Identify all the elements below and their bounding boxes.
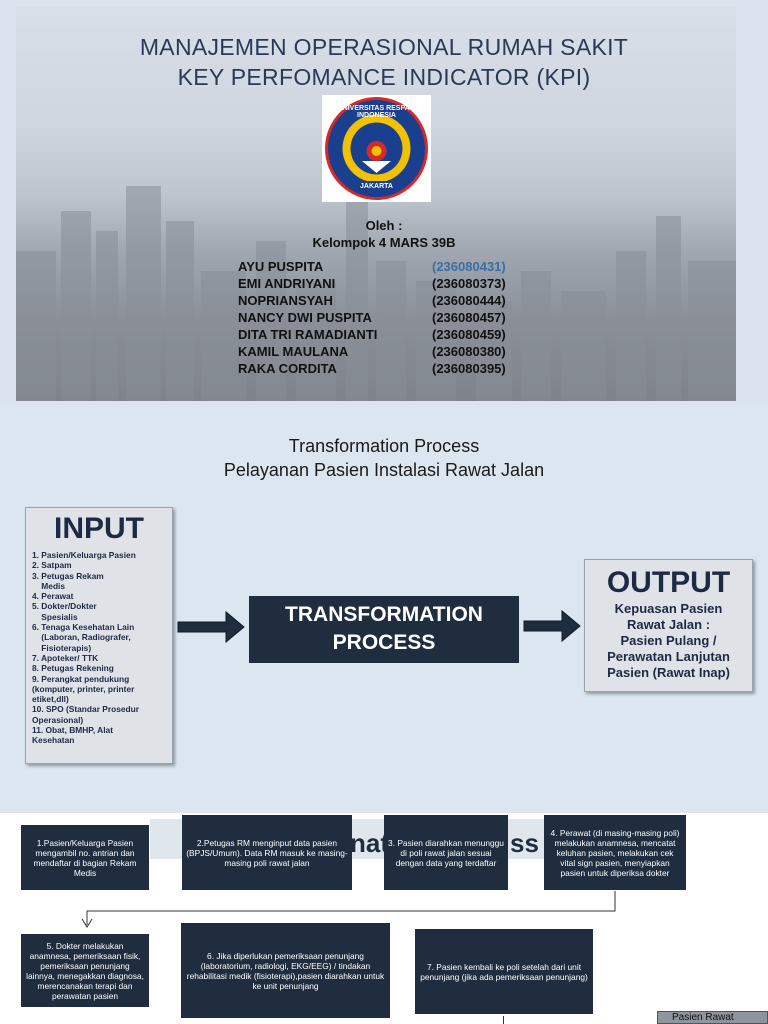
member-id: (236080457) [432, 310, 506, 325]
input-item: Operasional) [32, 714, 84, 725]
member-id: (236080373) [432, 276, 506, 291]
input-item: 9. Perangkat pendukung [32, 673, 130, 684]
arrow-right-icon [523, 609, 581, 643]
logo-middle-text: URINDO [362, 127, 391, 134]
process-flow-slide: nat ss 1.Pasien/Keluarga Pasien mengambi… [0, 813, 768, 1024]
input-item: (Laboran, Radiografer, [32, 632, 131, 643]
member-id: (236080395) [432, 361, 506, 376]
input-item: (komputer, printer, printer [32, 683, 135, 694]
input-item: 2. Satpam [32, 560, 72, 571]
member-id: (236080380) [432, 344, 506, 359]
input-item: Fisioterapis) [32, 642, 92, 653]
input-item: 10. SPO (Standar Prosedur [32, 704, 140, 715]
output-line: Perawatan Lanjutan [607, 649, 730, 664]
process-line-1: TRANSFORMATION [285, 603, 483, 626]
member-name: NANCY DWI PUSPITA [238, 310, 372, 325]
output-line: Pasien Pulang / [620, 633, 717, 648]
step-3-box: 3. Pasien diarahkan menunggu di poli raw… [384, 815, 508, 890]
input-item: 8. Petugas Rekening [32, 663, 114, 674]
transformation-process-box: TRANSFORMATION PROCESS [249, 596, 519, 663]
flow-connector [81, 891, 616, 928]
input-box: INPUT 1. Pasien/Keluarga Pasien 2. Satpa… [25, 507, 173, 764]
input-item: 7. Apoteker/ TTK [32, 652, 99, 663]
output-line: Rawat Jalan : [626, 617, 711, 632]
partial-box: Pasien Rawat [657, 1011, 768, 1024]
member-name: DITA TRI RAMADIANTI [238, 327, 378, 342]
step-4-box: 4. Perawat (di masing-masing poli) melak… [544, 815, 686, 890]
input-item: 5. Dokter/Dokter [32, 601, 97, 612]
logo-top-text: UNIVERSITAS RESPATI INDONESIA [337, 105, 416, 119]
input-item: 11. Obat, BMHP, Alat [32, 725, 113, 736]
slide2-title-line-2: Pelayanan Pasien Instalasi Rawat Jalan [223, 460, 545, 480]
member-name: NOPRIANSYAH [238, 293, 333, 308]
output-box: OUTPUT Kepuasan Pasien Rawat Jalan : Pas… [584, 559, 753, 692]
input-item: Spesialis [32, 611, 78, 622]
city-skyline-background [16, 6, 736, 401]
input-item: 3. Petugas Rekam [32, 570, 104, 581]
arrow-right-icon [177, 610, 245, 644]
logo-bottom-text: JAKARTA [360, 183, 393, 190]
process-line-2: PROCESS [332, 631, 436, 654]
background-title-fragment: ss [510, 828, 539, 858]
title-slide: MANAJEMEN OPERASIONAL RUMAH SAKIT KEY PE… [0, 0, 768, 405]
input-heading: INPUT [54, 512, 144, 545]
by-label: Oleh : [365, 218, 403, 233]
partial-box-label: Pasien Rawat [672, 1012, 734, 1023]
step-7-box: 7. Pasien kembali ke poli setelah dari u… [415, 929, 593, 1014]
flow-connector [503, 1016, 504, 1024]
member-name: KAMIL MAULANA [238, 344, 349, 359]
step-2-box: 2.Petugas RM menginput data pasien (BPJS… [182, 815, 352, 890]
output-text: Kepuasan Pasien Rawat Jalan : Pasien Pul… [589, 601, 748, 681]
member-id: (236080459) [432, 327, 506, 342]
slide2-title-line-1: Transformation Process [288, 436, 480, 456]
input-item: Medis [32, 580, 66, 591]
university-logo: UNIVERSITAS RESPATI INDONESIA URINDO JAK… [322, 95, 431, 202]
member-id: (236080431) [432, 259, 506, 274]
output-heading: OUTPUT [606, 566, 731, 599]
member-name: AYU PUSPITA [238, 259, 324, 274]
output-line: Kepuasan Pasien [614, 601, 723, 616]
input-item: 6. Tenaga Kesehatan Lain [32, 622, 135, 633]
member-name: EMI ANDRIYANI [238, 276, 336, 291]
input-item: etiket,dll) [32, 694, 69, 705]
input-item: 4. Perawat [32, 591, 74, 602]
member-id: (236080444) [432, 293, 506, 308]
step-6-box: 6. Jika diperlukan pemeriksaan penunjang… [181, 923, 390, 1018]
input-item: Kesehatan [32, 735, 75, 746]
step-5-box: 5. Dokter melakukan anamnesa, pemeriksaa… [21, 934, 149, 1007]
input-list: 1. Pasien/Keluarga Pasien 2. Satpam 3. P… [32, 550, 172, 746]
background-title-fragment: nat [350, 828, 389, 858]
title-line-2: KEY PERFOMANCE INDICATOR (KPI) [177, 64, 591, 90]
step-1-box: 1.Pasien/Keluarga Pasien mengambil no. a… [21, 825, 149, 890]
group-name: Kelompok 4 MARS 39B [312, 235, 456, 250]
member-name: RAKA CORDITA [238, 361, 337, 376]
output-line: Pasien (Rawat Inap) [607, 665, 730, 680]
input-item: 1. Pasien/Keluarga Pasien [32, 550, 136, 560]
title-line-1: MANAJEMEN OPERASIONAL RUMAH SAKIT [139, 34, 629, 60]
transformation-slide: Transformation Process Pelayanan Pasien … [0, 405, 768, 813]
